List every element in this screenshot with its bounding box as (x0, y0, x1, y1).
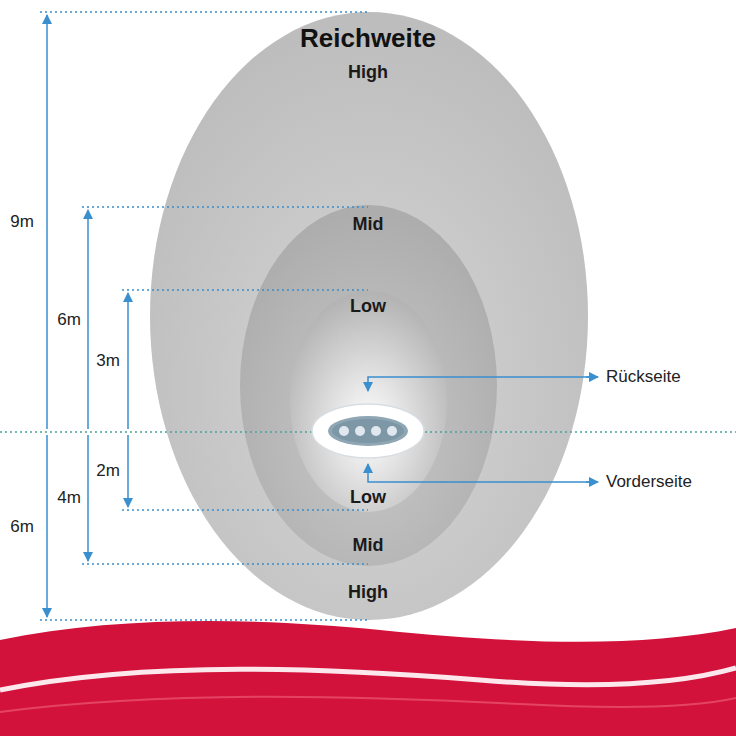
dimension-label: 3m (95, 351, 121, 371)
range-ellipse-mid: MidMidLowLow (240, 205, 497, 566)
ellipse-fill (150, 12, 588, 620)
range-ellipse-high: HighHighMidMidLowLow (150, 12, 588, 620)
dimension-label: 9m (9, 212, 35, 232)
dimension-label: 2m (95, 461, 121, 481)
ellipse-shape (290, 290, 447, 512)
callout-label: Rückseite (605, 367, 682, 387)
band-wave (0, 697, 736, 712)
white-wave (0, 668, 736, 690)
range-level-label: High (348, 62, 388, 83)
red-band (0, 621, 736, 736)
range-level-label: Low (350, 296, 386, 317)
range-level-label: High (348, 582, 388, 603)
ellipse-fill (290, 290, 447, 512)
range-ellipse-low: LowLow (290, 290, 447, 512)
dimension-label: 6m (9, 517, 35, 537)
range-level-label: Low (350, 487, 386, 508)
dimension-label: 6m (56, 310, 82, 330)
range-level-label: Mid (353, 535, 384, 556)
range-level-label: Mid (353, 214, 384, 235)
callout-label: Vorderseite (605, 472, 693, 492)
dimension-arrows (47, 15, 128, 617)
diagram-title: Reichweite (300, 23, 436, 54)
ellipse-fill (240, 205, 497, 566)
dimension-label: 4m (56, 488, 82, 508)
